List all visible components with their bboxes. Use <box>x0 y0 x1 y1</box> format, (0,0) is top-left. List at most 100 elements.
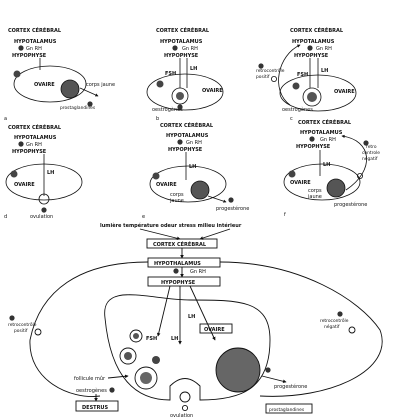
fsh-arrow <box>156 285 171 337</box>
panel-e: CORTEX CÉRÉBRAL HYPOTALAMUS Gn RH HYPOPH… <box>142 121 249 220</box>
panel-b-follicle-icon <box>156 80 164 88</box>
panel-e-marker-2 <box>228 197 234 203</box>
panel-c-cortex: CORTEX CÉRÉBRAL <box>290 26 344 34</box>
panel-e-gnrh: Gn RH <box>186 140 202 146</box>
panel-e-progesterone: progestérone <box>216 205 249 212</box>
panel-a-corpus-luteum <box>60 79 80 99</box>
panel-e-lh: LH <box>189 164 196 170</box>
panel-e-follicle-icon <box>152 172 160 180</box>
gnrh-marker <box>173 268 179 274</box>
panel-a-hypothalamus: HYPOTALAMUS <box>14 39 57 45</box>
panel-a-follicle-icon <box>13 70 21 78</box>
minus-icon <box>348 326 356 334</box>
panel-b-gnrh: Gn RH <box>182 46 198 52</box>
panel-a-prostaglandines: prostaglandines <box>60 105 96 111</box>
panel-d-hypothalamus: HYPOTALAMUS <box>14 135 57 141</box>
panel-f-hypothalamus: HYPOTALAMUS <box>300 130 343 136</box>
panel-c-follicle-icon <box>292 82 300 90</box>
oestrogenes-marker <box>109 387 115 393</box>
panel-f-marker <box>309 136 315 142</box>
panel-c-plus-icon <box>270 76 277 83</box>
panel-a-gnrh: Gn RH <box>26 46 42 52</box>
panel-b-hypophyse: HYPOPHYSE <box>164 53 199 59</box>
panel-c-ovary <box>279 74 357 112</box>
panel-b-fsh: FSH <box>165 71 176 77</box>
panel-a-hypophyse: HYPOPHYSE <box>12 53 47 59</box>
panel-f-progesterone: progestérone <box>334 201 367 208</box>
panel-d-ovaire: OVAIRE <box>14 182 35 188</box>
panel-b-oestrogenes: oestrogènes <box>152 106 183 113</box>
panel-d-letter: d <box>4 214 7 220</box>
panel-b-lh: LH <box>190 66 197 72</box>
ovaire-box <box>199 323 233 334</box>
panel-b-cortex: CORTEX CÉRÉBRAL <box>156 26 210 34</box>
big-lh-1: LH <box>171 336 178 342</box>
big-lh-2: LH <box>188 314 195 320</box>
panel-c-marker <box>307 45 313 51</box>
panel-e-ovary <box>149 165 227 203</box>
panel-e-hypophyse: HYPOPHYSE <box>168 147 203 153</box>
panel-b-hypothalamus: HYPOTALAMUS <box>160 39 203 45</box>
panel-a-marker <box>18 45 24 51</box>
panel-c-lh: LH <box>321 68 328 74</box>
follicule-arrow <box>107 374 129 379</box>
retro-negatif-marker <box>337 311 343 317</box>
panel-f-follicle-icon <box>288 170 296 178</box>
panel-f-ovaire: OVAIRE <box>290 180 311 186</box>
stimuli-arrow-2 <box>199 228 231 240</box>
panel-f-ovary <box>283 163 361 201</box>
panel-b-follicle <box>171 87 189 105</box>
panel-e-corps: corps <box>170 192 184 198</box>
panel-f-hypophyse: HYPOPHYSE <box>296 144 331 150</box>
panel-d-ovulation: ovulation <box>30 214 53 220</box>
progesterone-marker <box>265 367 271 373</box>
panel-d-ovary <box>5 163 83 201</box>
panel-b-marker <box>172 45 178 51</box>
big-oestrogenes: oestrogènes <box>76 387 107 394</box>
follicle-icon <box>152 356 160 364</box>
panel-a: CORTEX CÉRÉBRAL HYPOTALAMUS Gn RH HYPOPH… <box>4 26 115 122</box>
big-fsh: FSH <box>146 336 157 342</box>
big-ovaire: OVAIRE <box>204 327 225 333</box>
ovulation-marker <box>181 404 189 412</box>
panel-f-jaune: jaune <box>307 194 322 200</box>
panel-a-letter: a <box>4 116 7 122</box>
panel-e-jaune: jaune <box>169 198 184 204</box>
panel-a-arrow <box>79 87 99 97</box>
prostaglandines-box <box>265 403 313 414</box>
follicle-2 <box>119 347 137 365</box>
panel-c-follicle <box>302 87 322 107</box>
panel-d-ovulation-site <box>38 193 50 205</box>
panel-f-feedback-arrow <box>341 134 367 191</box>
panel-a-corps-jaune: corps jaune <box>86 82 115 88</box>
loop-right <box>219 261 383 397</box>
stimuli-arrow-1 <box>139 228 181 241</box>
big-prostaglandines: prostaglandines <box>269 407 305 413</box>
panel-c-feedback-arrow <box>278 44 301 106</box>
stimuli-label: lumière température odeur stress milieu … <box>100 222 242 229</box>
retro-negatif-2: négatif <box>324 323 340 330</box>
panel-d-gnrh: Gn RH <box>26 142 42 148</box>
retro-positif-2: positif <box>14 328 28 334</box>
panel-d-marker-2 <box>41 207 47 213</box>
lh-arrow-2 <box>189 285 216 341</box>
panel-c-fsh: FSH <box>297 72 308 78</box>
panel-b-ovary <box>146 73 224 111</box>
panel-a-cortex: CORTEX CÉRÉBRAL <box>8 26 62 34</box>
big-ovulation: ovulation <box>170 413 193 419</box>
cortex-box-label: CORTEX CÉRÉBRAL <box>153 240 207 248</box>
panel-f-lh: LH <box>323 162 330 168</box>
panel-d-marker <box>18 141 24 147</box>
panel-d-follicle-icon <box>10 170 18 178</box>
retro-positif-1: retrocontrôle <box>8 321 37 328</box>
panel-f-marker-2 <box>363 140 369 146</box>
panel-f-cortex: CORTEX CÉRÉBRAL <box>298 118 352 126</box>
follicle-mature-core <box>140 372 152 384</box>
progesterone-arrow <box>261 375 287 384</box>
panel-f-retro-1: retro <box>366 144 377 150</box>
panel-c-gnrh: Gn RH <box>316 46 332 52</box>
follicle-2-core <box>124 352 132 360</box>
panel-f-retro-2: controle <box>362 150 380 156</box>
panel-e-arrow <box>207 195 227 203</box>
